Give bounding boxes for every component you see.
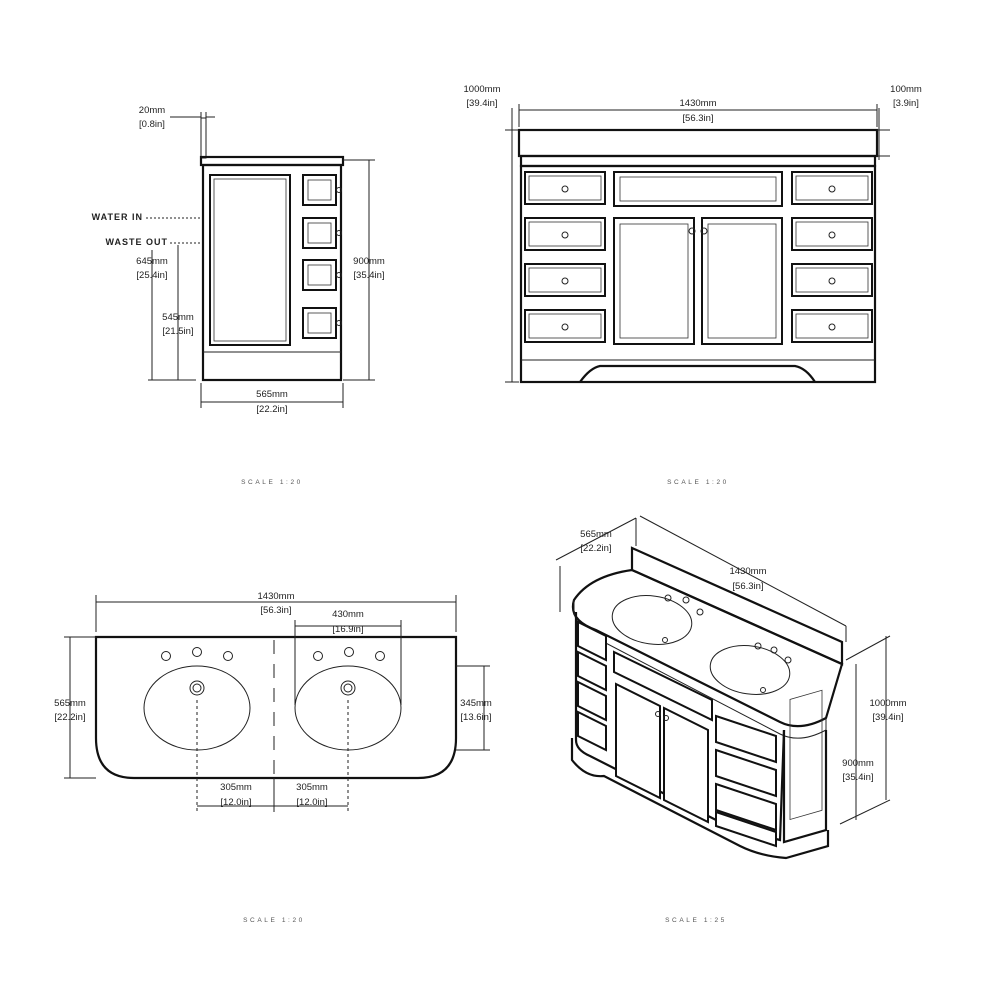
dim-waste-height-mm: 645mm	[136, 256, 168, 267]
knob-icon	[688, 227, 696, 235]
front-cabinet-body	[519, 164, 877, 384]
side-cabinet-body	[201, 163, 343, 382]
drain-icon	[340, 680, 356, 696]
tap-hole-icon	[223, 651, 233, 661]
tap-hole-icon	[192, 647, 202, 657]
tap-hole-icon	[344, 647, 354, 657]
water-in-label: WATER IN	[92, 212, 143, 222]
dim-iso-height-inch: [39.4in]	[872, 712, 903, 723]
dim-plan-width-mm: 1430mm	[258, 591, 295, 602]
iso-cabinet-side	[782, 730, 828, 844]
countertop-outline	[94, 635, 458, 780]
waste-out-label: WASTE OUT	[106, 237, 169, 247]
dim-iso-depth-mm: 565mm	[580, 529, 612, 540]
iso-left-door	[615, 682, 661, 800]
iso-right-door	[663, 706, 709, 824]
dim-basin-width-inch: [16.9in]	[332, 624, 363, 635]
iso-right-basin	[709, 645, 791, 695]
dim-iso-width-inch: [56.3in]	[732, 581, 763, 592]
scale-label: SCALE 1:20	[667, 479, 729, 486]
dim-backsplash-mm: 20mm	[139, 105, 165, 116]
dim-right-offset-mm: 305mm	[296, 782, 328, 793]
dim-iso-cabinet-height-mm: 900mm	[842, 758, 874, 769]
dim-side-height-inch: [35.4in]	[353, 270, 384, 281]
dim-basin-width-mm: 430mm	[332, 609, 364, 620]
dim-iso-width-mm: 1430mm	[730, 566, 767, 577]
iso-left-drawers	[577, 620, 607, 752]
scale-label: SCALE 1:25	[665, 917, 727, 924]
front-left-door	[613, 217, 695, 345]
dim-plan-depth-inch: [22.2in]	[54, 712, 85, 723]
dim-backsplash-height-mm: 100mm	[890, 84, 922, 95]
front-right-drawer-stack	[791, 171, 873, 343]
drain-icon	[189, 680, 205, 696]
dim-backsplash-height-inch: [3.9in]	[893, 98, 919, 109]
scale-label: SCALE 1:20	[241, 479, 303, 486]
dim-side-height-mm: 900mm	[353, 256, 385, 267]
side-door-panel	[209, 174, 291, 346]
dim-iso-height-mm: 1000mm	[870, 698, 907, 709]
iso-countertop	[571, 568, 844, 728]
dim-front-width-inch: [56.3in]	[682, 113, 713, 124]
dim-side-depth-mm: 565mm	[256, 389, 288, 400]
dim-waste-low-inch: [21.5in]	[162, 326, 193, 337]
front-left-drawer-stack	[524, 171, 606, 343]
front-center-drawer	[613, 171, 783, 207]
dim-front-height-mm: 1000mm	[464, 84, 501, 95]
tap-hole-icon	[375, 651, 385, 661]
dim-left-offset-inch: [12.0in]	[220, 797, 251, 808]
dim-backsplash-inch: [0.8in]	[139, 119, 165, 130]
dim-front-height-inch: [39.4in]	[466, 98, 497, 109]
scale-label: SCALE 1:20	[243, 917, 305, 924]
dim-front-width-mm: 1430mm	[680, 98, 717, 109]
tap-hole-icon	[161, 651, 171, 661]
plan-view: 1430mm [56.3in] 430mm [16.9in] 565mm [22…	[54, 591, 492, 924]
side-elevation-view: 20mm [0.8in] WATER IN WASTE OUT 645mm [2…	[92, 105, 385, 486]
knob-icon	[336, 230, 342, 236]
knob-icon	[336, 187, 342, 193]
side-backsplash	[200, 117, 207, 159]
dim-basin-depth-mm: 345mm	[460, 698, 492, 709]
front-right-door	[701, 217, 783, 345]
knob-icon	[336, 272, 342, 278]
knob-icon	[336, 320, 342, 326]
side-countertop	[199, 155, 345, 167]
dim-left-offset-mm: 305mm	[220, 782, 252, 793]
iso-right-drawers	[715, 714, 777, 848]
front-elevation-view: 1430mm [56.3in] 1000mm [39.4in] 100mm [3…	[464, 84, 922, 486]
dim-plan-depth-mm: 565mm	[54, 698, 86, 709]
front-countertop	[517, 128, 879, 158]
knob-icon	[700, 227, 708, 235]
tap-hole-icon	[313, 651, 323, 661]
dim-plan-width-inch: [56.3in]	[260, 605, 291, 616]
dim-right-offset-inch: [12.0in]	[296, 797, 327, 808]
dim-waste-height-inch: [25.4in]	[136, 270, 167, 281]
dim-waste-low-mm: 545mm	[162, 312, 194, 323]
iso-center-drawer	[613, 650, 713, 722]
dim-basin-depth-inch: [13.6in]	[460, 712, 491, 723]
isometric-view: 565mm [22.2in] 1430mm [56.3in] 1000mm [3…	[555, 515, 907, 924]
dim-side-depth-inch: [22.2in]	[256, 404, 287, 415]
dim-iso-depth-inch: [22.2in]	[580, 543, 611, 554]
dim-iso-cabinet-height-inch: [35.4in]	[842, 772, 873, 783]
iso-left-basin	[611, 595, 693, 645]
